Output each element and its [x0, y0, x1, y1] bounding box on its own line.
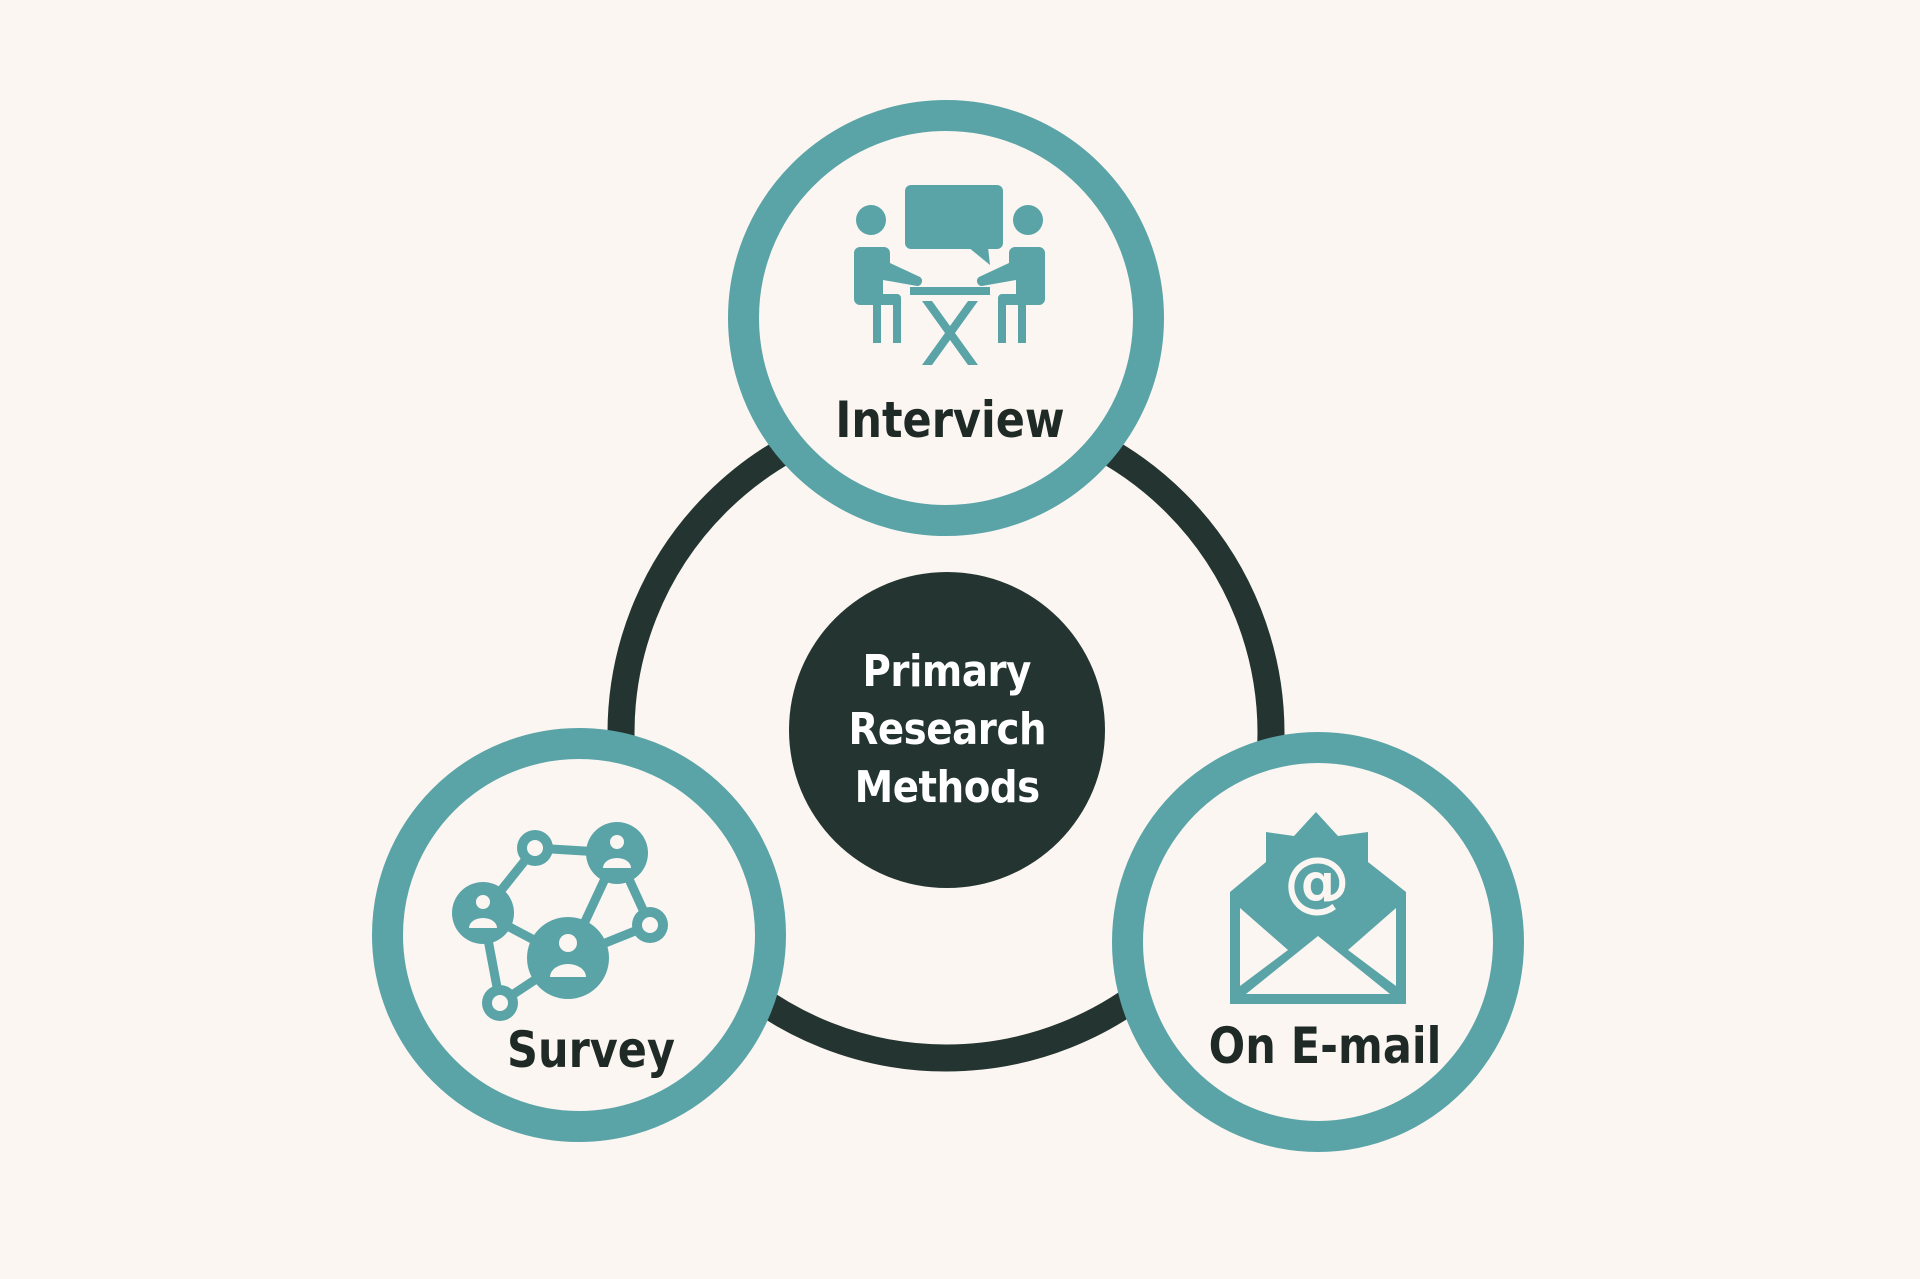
- email-open-icon: @: [1230, 812, 1406, 1004]
- hub-title-line-1: Primary: [862, 646, 1032, 697]
- hub-title-line-3: Methods: [854, 762, 1040, 813]
- interview-icon: [854, 185, 1045, 365]
- node-label-interview: Interview: [835, 391, 1065, 449]
- network-people-icon: [452, 822, 668, 1021]
- node-label-email: On E-mail: [1208, 1017, 1442, 1075]
- node-label-survey: Survey: [506, 1021, 676, 1079]
- hub-title-line-2: Research: [848, 704, 1046, 755]
- center-hub: Primary Research Methods: [789, 572, 1105, 888]
- svg-text:@: @: [1284, 843, 1350, 920]
